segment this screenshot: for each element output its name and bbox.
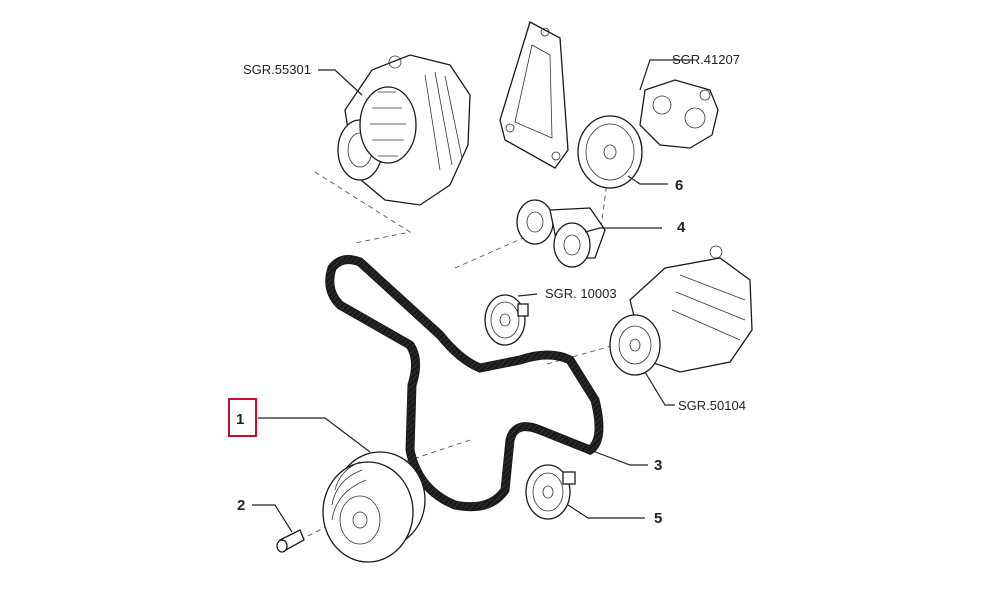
callout-1-highlight-box	[228, 398, 257, 437]
drive-belt	[325, 255, 604, 512]
callout-3: 3	[654, 457, 662, 474]
leader-lines	[252, 59, 692, 533]
ref-label-ac-compressor: SGR.50104	[678, 398, 746, 413]
ref-label-power-steering-pump: SGR.41207	[672, 52, 740, 67]
ref-label-idler-pulley: SGR. 10003	[545, 286, 617, 301]
bolt-drawing	[276, 529, 305, 553]
lower-idler-pulley-drawing	[525, 464, 576, 520]
ref-label-alternator: SGR.55301	[243, 62, 311, 77]
idler-pulley-drawing	[484, 294, 529, 346]
callout-numbers: 1 2 3 4 5 6	[228, 177, 686, 527]
alternator-drawing	[337, 54, 471, 206]
callout-6: 6	[675, 177, 683, 194]
callout-5: 5	[654, 510, 662, 527]
part-reference-labels: SGR.55301 SGR.41207 SGR. 10003 SGR.50104	[243, 52, 746, 413]
callout-2: 2	[237, 497, 245, 514]
callout-1: 1	[236, 411, 244, 428]
crankshaft-pulley-drawing	[322, 451, 426, 563]
power-steering-pump-drawing	[577, 79, 719, 189]
callout-4: 4	[677, 219, 686, 236]
mounting-bracket-drawing	[499, 21, 569, 169]
tensioner-drawing	[516, 199, 606, 268]
ac-compressor-drawing	[609, 245, 753, 376]
